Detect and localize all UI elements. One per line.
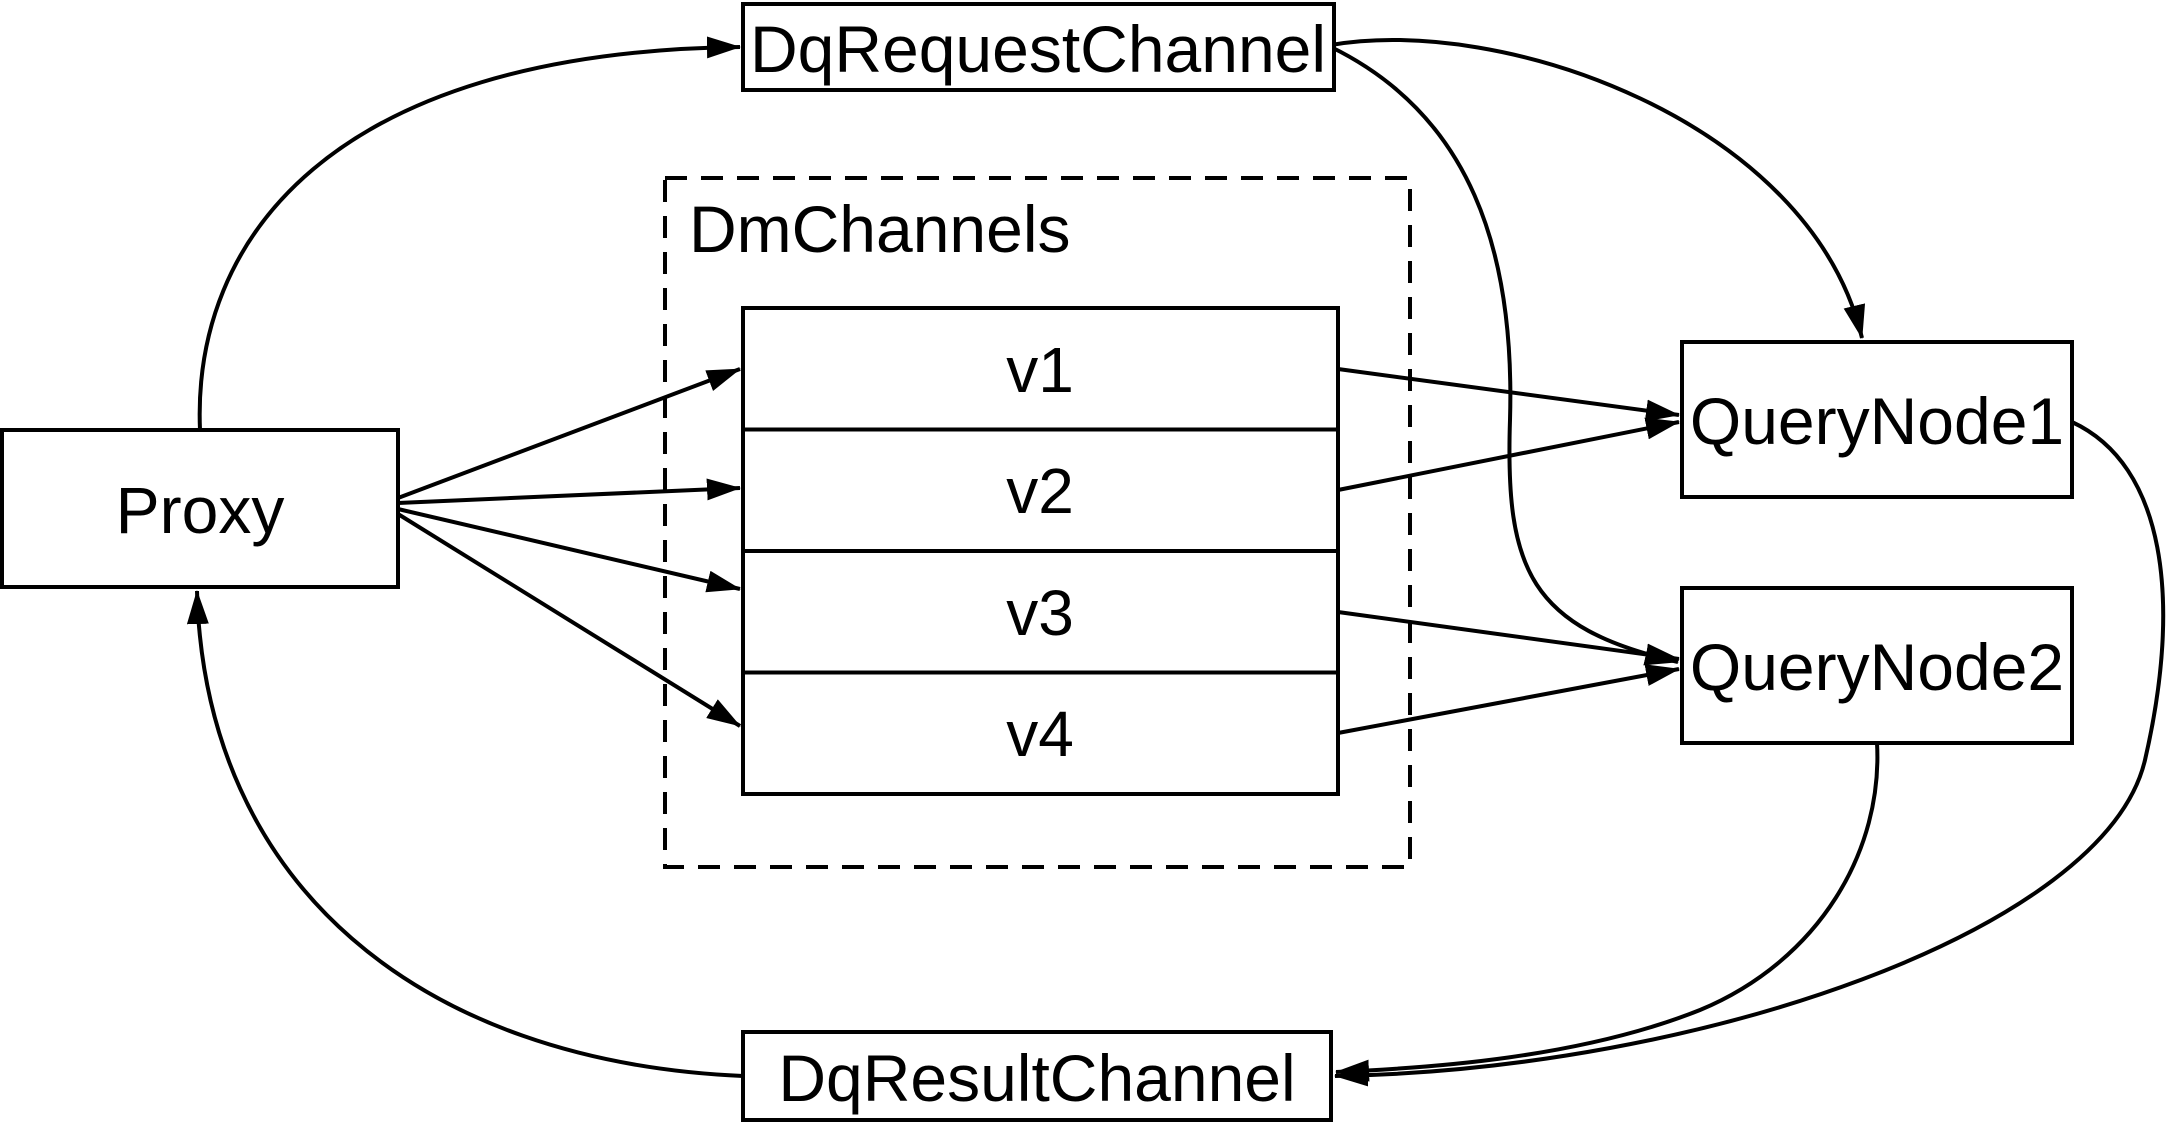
edge-proxy-to-v1 bbox=[397, 367, 741, 500]
channel-label-v3: v3 bbox=[1006, 577, 1074, 649]
node-proxy: Proxy bbox=[0, 428, 400, 589]
dqrequestchannel-box bbox=[741, 2, 1336, 92]
edge-v4-to-querynode2 bbox=[1337, 664, 1680, 735]
querynode2-box bbox=[1680, 586, 2074, 745]
channel-table: v1 v2 v3 v4 bbox=[741, 306, 1340, 796]
dqresultchannel-box bbox=[741, 1030, 1333, 1122]
querynode1-box bbox=[1680, 340, 2074, 499]
proxy-box bbox=[0, 428, 400, 589]
node-dqrequestchannel: DqRequestChannel bbox=[741, 2, 1336, 92]
proxy-label: Proxy bbox=[116, 473, 285, 547]
node-querynode2: QueryNode2 bbox=[1680, 586, 2074, 745]
edge-dqrequestchannel-to-querynode2 bbox=[1330, 45, 1679, 666]
dqrequestchannel-label: DqRequestChannel bbox=[750, 12, 1326, 86]
channel-label-v2: v2 bbox=[1006, 455, 1074, 527]
edge-dqresultchannel-to-proxy bbox=[186, 590, 744, 1078]
node-querynode1: QueryNode1 bbox=[1680, 340, 2074, 499]
querynode1-label: QueryNode1 bbox=[1690, 384, 2064, 458]
dm-channels-group-border bbox=[663, 176, 1412, 869]
edge-querynode2-to-dqresultchannel bbox=[1335, 742, 1880, 1082]
edge-querynode1-to-dqresultchannel bbox=[1334, 420, 2166, 1087]
edge-proxy-to-v4 bbox=[396, 512, 742, 728]
edge-proxy-to-v3 bbox=[397, 507, 741, 593]
edge-dqrequestchannel-to-querynode1 bbox=[1330, 37, 1866, 339]
dm-channels-group-label: DmChannels bbox=[689, 192, 1071, 266]
edge-proxy-to-dqrequestchannel bbox=[197, 36, 741, 431]
edge-v3-to-querynode2 bbox=[1337, 610, 1680, 666]
dqresultchannel-label: DqResultChannel bbox=[778, 1041, 1295, 1115]
dm-channels-group: DmChannels v1 v2 v3 v4 bbox=[663, 176, 1412, 869]
node-dqresultchannel: DqResultChannel bbox=[741, 1030, 1333, 1122]
querynode2-label: QueryNode2 bbox=[1690, 630, 2064, 704]
channel-row-v2 bbox=[741, 427, 1340, 553]
channel-label-v4: v4 bbox=[1006, 698, 1074, 770]
edge-proxy-to-v2 bbox=[397, 478, 741, 505]
channel-label-v1: v1 bbox=[1006, 334, 1074, 406]
channel-row-v3 bbox=[741, 549, 1340, 675]
channel-row-v1 bbox=[741, 306, 1340, 432]
edge-layer bbox=[186, 36, 2166, 1087]
channel-row-v4 bbox=[741, 670, 1340, 796]
